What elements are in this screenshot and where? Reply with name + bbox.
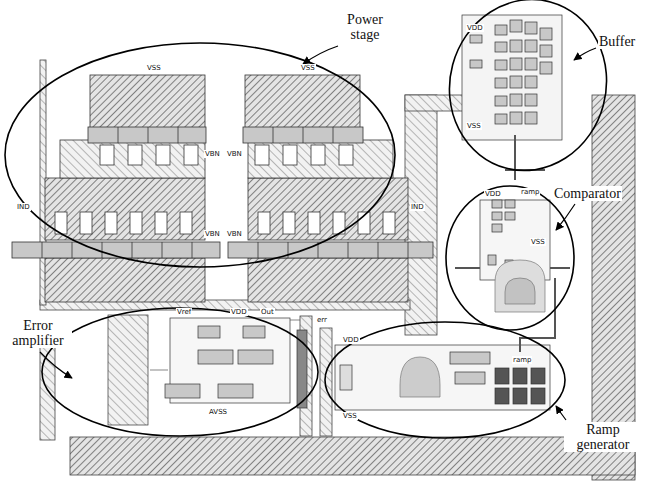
callout-label: Ramp generator bbox=[564, 422, 642, 452]
callout-label: Comparator bbox=[553, 186, 622, 201]
pin-name: VDD bbox=[342, 336, 360, 344]
ramp-generator-layout bbox=[335, 278, 555, 410]
pin-name: VBN bbox=[226, 230, 243, 238]
pin-name: VDD bbox=[466, 24, 484, 32]
comparator-layout bbox=[455, 200, 570, 312]
pin-name: VBN bbox=[204, 230, 221, 238]
pin-name: VSS bbox=[530, 238, 546, 246]
pin-name: ramp bbox=[520, 188, 540, 196]
pin-name: err bbox=[316, 316, 328, 324]
pin-name: VSS bbox=[466, 122, 482, 130]
power-stage-layout bbox=[12, 75, 433, 302]
pin-name: ramp bbox=[512, 356, 532, 364]
pin-name: Vref bbox=[176, 308, 192, 316]
callout-label: Power stage bbox=[333, 12, 397, 42]
pin-name: VSS bbox=[342, 412, 358, 420]
pin-name: IND bbox=[16, 203, 31, 211]
pin-name: IND bbox=[410, 203, 425, 211]
pin-name: VSS bbox=[300, 64, 316, 72]
pin-name: Out bbox=[260, 308, 275, 316]
callout-label: Error amplifier bbox=[4, 318, 72, 348]
error-amplifier-layout bbox=[108, 315, 307, 425]
pin-name: VBN bbox=[226, 150, 243, 158]
pin-name: VSS bbox=[146, 64, 162, 72]
callout-label: Buffer bbox=[598, 34, 636, 49]
region-ellipses bbox=[5, 0, 626, 438]
pin-name: AVSS bbox=[208, 408, 228, 416]
callout-arrows bbox=[40, 46, 596, 420]
pin-name: VDD bbox=[484, 190, 502, 198]
pin-name: VDD bbox=[230, 308, 248, 316]
pin-name: VBN bbox=[204, 150, 221, 158]
buffer-layout bbox=[462, 15, 562, 180]
